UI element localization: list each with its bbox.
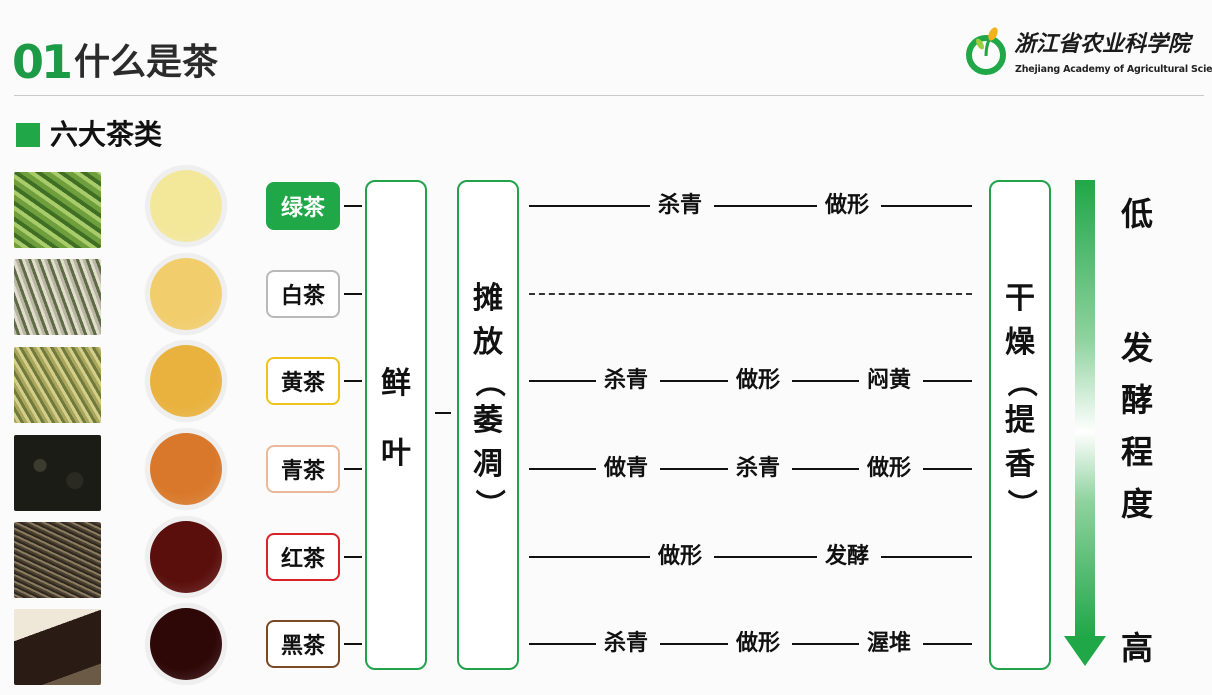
academy-logo-icon (966, 27, 1006, 75)
process-line (529, 205, 650, 207)
fermentation-arrow-icon (1064, 180, 1106, 666)
tea-liquor (150, 345, 222, 417)
vertical-char: 度 (1121, 485, 1154, 523)
process-dashed-line (529, 293, 972, 295)
process-line (660, 643, 728, 645)
vertical-char: 萎 (473, 403, 503, 438)
drying-aroma-box: 干燥 （ 提香 ） (989, 180, 1051, 670)
section-number: 01 (12, 35, 73, 89)
process-line (881, 556, 972, 558)
tea-liquor (150, 521, 222, 593)
process-step: 做形 (825, 193, 870, 218)
process-line (660, 468, 728, 470)
fermentation-high-label: 高 (1121, 629, 1154, 667)
connector-tick (344, 643, 362, 645)
vertical-char: 程 (1121, 433, 1154, 471)
process-line (714, 556, 817, 558)
tea-liquor (150, 433, 222, 505)
vertical-char: 干 (1005, 281, 1035, 316)
spreading-withering-label: 摊放 （ 萎凋 ） (459, 277, 517, 521)
white-tea-leaves-photo (14, 259, 101, 335)
vertical-char: 叶 (381, 436, 411, 471)
vertical-char: 燥 (1005, 325, 1035, 360)
process-line (792, 380, 859, 382)
process-step: 渥堆 (867, 631, 912, 656)
tea-type-label: 黑茶 (266, 620, 340, 668)
process-line (660, 380, 728, 382)
fermentation-degree-label: 发酵程度 (1121, 322, 1157, 530)
vertical-char: ） (1003, 489, 1038, 519)
process-line (792, 468, 859, 470)
vertical-char: （ (471, 367, 506, 397)
process-line (923, 380, 972, 382)
process-step: 发酵 (825, 544, 870, 569)
process-line (881, 205, 972, 207)
header-divider (14, 95, 1204, 96)
process-step: 杀青 (604, 368, 649, 393)
oolong-tea-leaves-photo (14, 435, 101, 511)
section-title: 六大茶类 (50, 118, 163, 151)
process-step: 做形 (867, 456, 912, 481)
vertical-char: 提 (1005, 403, 1035, 438)
process-step: 杀青 (736, 456, 781, 481)
vertical-char: 放 (473, 325, 503, 360)
drying-aroma-label: 干燥 （ 提香 ） (991, 277, 1049, 521)
vertical-char: 发 (1121, 329, 1154, 367)
tea-liquor (150, 170, 222, 242)
connector-tick (344, 293, 362, 295)
process-step: 杀青 (658, 193, 703, 218)
yellow-tea-leaves-photo (14, 347, 101, 423)
connector-line (435, 412, 451, 414)
process-line (529, 468, 596, 470)
process-step: 做形 (736, 631, 781, 656)
spreading-withering-box: 摊放 （ 萎凋 ） (457, 180, 519, 670)
vertical-char: 香 (1005, 447, 1035, 482)
tea-type-label: 白茶 (266, 270, 340, 318)
vertical-char: 酵 (1121, 381, 1154, 419)
vertical-char: 摊 (473, 281, 503, 316)
connector-tick (344, 556, 362, 558)
process-line (792, 643, 859, 645)
fresh-leaf-box: 鲜叶 (365, 180, 427, 670)
process-step: 做形 (736, 368, 781, 393)
tea-liquor (150, 258, 222, 330)
tea-type-label: 红茶 (266, 533, 340, 581)
process-line (529, 380, 596, 382)
tea-type-label: 绿茶 (266, 182, 340, 230)
vertical-char: ） (471, 489, 506, 519)
connector-tick (344, 468, 362, 470)
vertical-char: 凋 (473, 447, 503, 482)
dark-tea-brick-photo (14, 609, 101, 685)
process-line (529, 643, 596, 645)
section-bullet-icon (16, 123, 40, 147)
process-step: 杀青 (604, 631, 649, 656)
process-line (923, 643, 972, 645)
green-tea-leaves-photo (14, 172, 101, 248)
tea-type-label: 黄茶 (266, 357, 340, 405)
academy-name-en: Zhejiang Academy of Agricultural Science… (1015, 64, 1212, 75)
process-line (923, 468, 972, 470)
page-title: 什么是茶 (74, 42, 219, 83)
connector-tick (344, 205, 362, 207)
academy-name-cn: 浙江省农业科学院 (1014, 31, 1191, 57)
process-step: 做形 (658, 544, 703, 569)
process-step: 做青 (604, 456, 649, 481)
fresh-leaf-label: 鲜叶 (367, 362, 425, 476)
fermentation-low-label: 低 (1121, 195, 1154, 233)
vertical-char: （ (1003, 367, 1038, 397)
black-tea-leaves-photo (14, 522, 101, 598)
process-line (529, 556, 650, 558)
connector-tick (344, 380, 362, 382)
process-line (714, 205, 817, 207)
process-step: 闷黄 (867, 368, 912, 393)
vertical-char: 鲜 (381, 366, 411, 401)
tea-liquor (150, 608, 222, 680)
tea-type-label: 青茶 (266, 445, 340, 493)
